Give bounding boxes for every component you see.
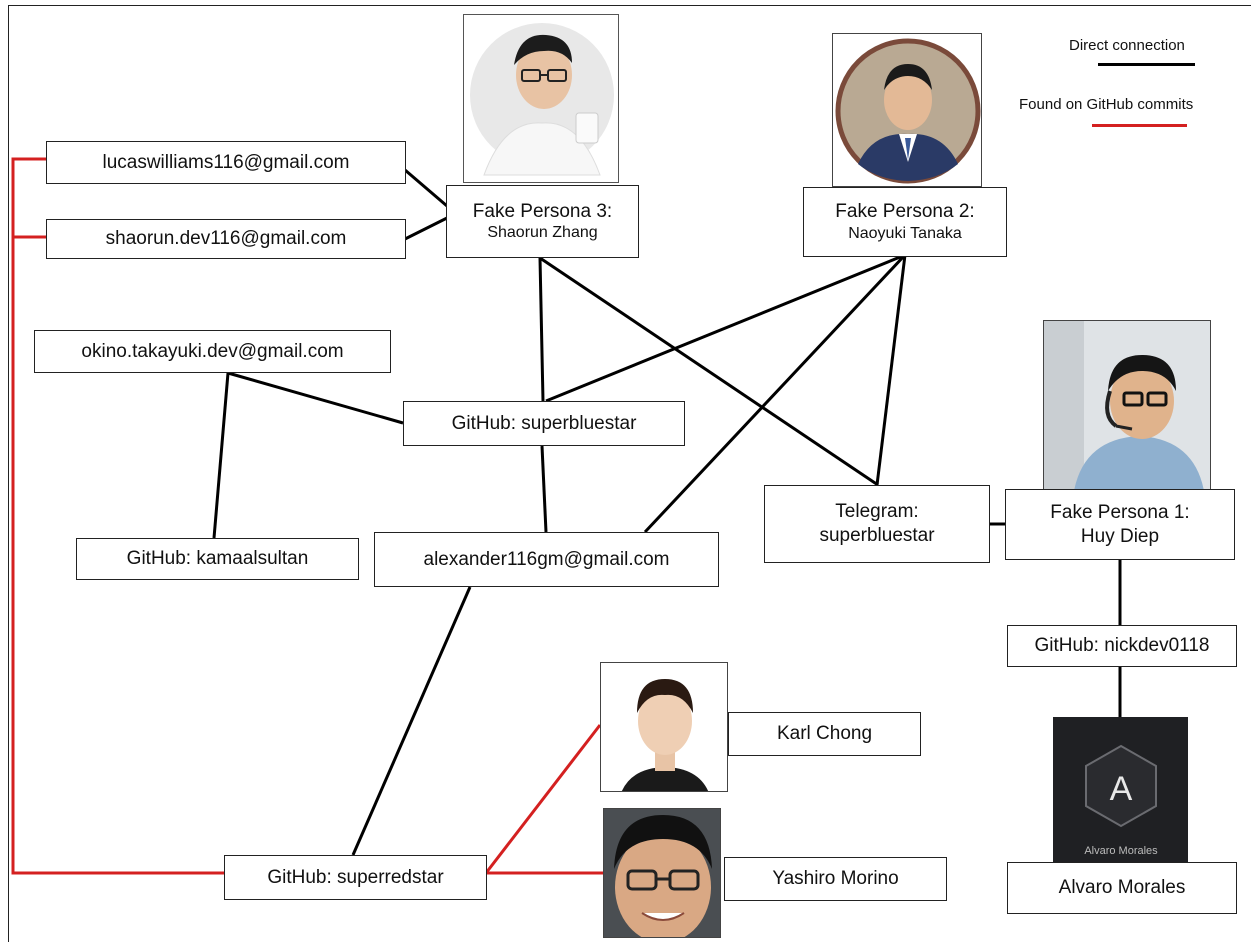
persona2-portrait-icon: [833, 34, 981, 186]
persona1-title: Fake Persona 1:: [1050, 501, 1190, 523]
node-persona1: Fake Persona 1: Huy Diep: [1005, 489, 1235, 560]
telegram-line2: superbluestar: [819, 525, 935, 546]
edge-red-spine: [11, 157, 224, 875]
edge-okino-kamaalsultan: [212, 372, 230, 539]
edge-persona2-telegram: [875, 254, 907, 486]
node-okino-email: okino.takayuki.dev@gmail.com: [34, 330, 391, 373]
persona2-photo: [832, 33, 982, 187]
legend-github-line: [1092, 124, 1187, 127]
node-karl: Karl Chong: [728, 712, 921, 756]
node-lucas-email: lucaswilliams116@gmail.com: [46, 141, 406, 184]
edge-persona2-alexander: [643, 253, 907, 534]
node-github-superredstar: GitHub: superredstar: [224, 855, 487, 900]
legend-direct-label: Direct connection: [1069, 37, 1185, 54]
yashiro-portrait-icon: [604, 809, 720, 937]
alvaro-hexagon-icon: A Alvaro Morales: [1054, 718, 1187, 861]
persona3-title: Fake Persona 3:: [472, 200, 613, 222]
node-github-kamaalsultan: GitHub: kamaalsultan: [76, 538, 359, 580]
edge-superbluestar-alexander: [540, 445, 548, 533]
edge-okino-superbluestar: [227, 371, 404, 425]
persona1-name: Huy Diep: [1080, 525, 1160, 547]
alvaro-logo-letter: A: [1110, 770, 1133, 808]
edge-lucas-persona3: [404, 168, 448, 208]
node-persona3: Fake Persona 3: Shaorun Zhang: [446, 185, 639, 258]
edge-persona3-superbluestar: [538, 257, 545, 402]
node-yashiro: Yashiro Morino: [724, 857, 947, 901]
persona1-photo: [1043, 320, 1211, 490]
node-github-superbluestar: GitHub: superbluestar: [403, 401, 685, 446]
edge-superredstar-karl: [484, 724, 602, 874]
alvaro-logo-caption: Alvaro Morales: [1084, 845, 1158, 857]
edge-persona2-superbluestar: [545, 253, 906, 403]
node-github-nickdev: GitHub: nickdev0118: [1007, 625, 1237, 667]
edge-persona3-telegram: [539, 256, 879, 487]
node-persona2: Fake Persona 2: Naoyuki Tanaka: [803, 187, 1007, 257]
node-alvaro: Alvaro Morales: [1007, 862, 1237, 914]
diagram-frame: [8, 5, 1251, 942]
legend-github-label: Found on GitHub commits: [1019, 96, 1194, 113]
node-shaorun-email: shaorun.dev116@gmail.com: [46, 219, 406, 259]
karl-photo: [600, 662, 728, 792]
karl-portrait-icon: [601, 663, 727, 791]
node-telegram: Telegram: superbluestar: [764, 485, 990, 563]
alvaro-logo: A Alvaro Morales: [1053, 717, 1188, 862]
legend-direct-line: [1098, 63, 1195, 66]
persona2-title: Fake Persona 2:: [835, 201, 975, 223]
telegram-line1: Telegram:: [835, 501, 919, 523]
persona3-name: Shaorun Zhang: [487, 224, 598, 242]
persona2-name: Naoyuki Tanaka: [848, 224, 962, 242]
edge-alexander-superredstar: [351, 586, 472, 856]
persona1-portrait-icon: [1044, 321, 1210, 489]
persona3-portrait-icon: [464, 15, 618, 182]
node-alexander-email: alexander116gm@gmail.com: [374, 532, 719, 587]
persona3-photo: [463, 14, 619, 183]
yashiro-photo: [603, 808, 721, 938]
edge-shaorun-persona3: [404, 216, 448, 241]
